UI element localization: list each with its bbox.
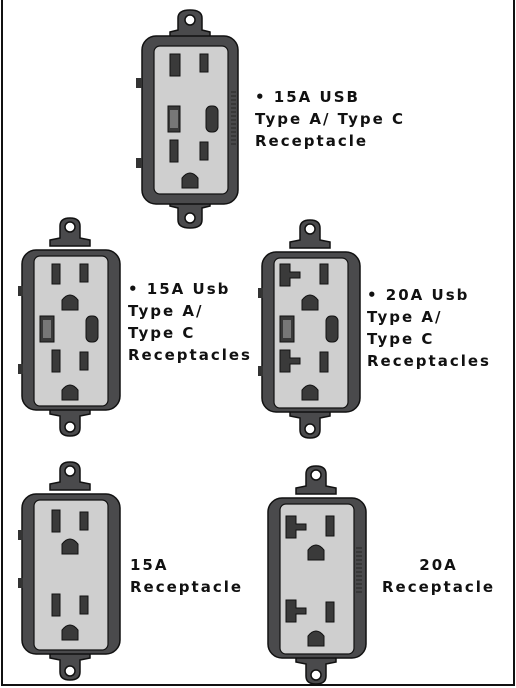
usb-20a-receptacles-image [258,219,361,439]
usb-15a-receptacles-image [18,217,121,437]
usb-15a-receptacle-image [136,9,239,229]
plain-20a-receptacle-image [267,465,367,685]
caption-usb-20a-right: • 20A Usb Type A/ Type C Receptacles [367,286,491,370]
caption-plain-15a: 15A Receptacle [130,556,244,596]
caption-plain-20a: 20A Receptacle [382,556,496,596]
plain-15a-receptacle-image [18,461,121,681]
caption-usb-15a-top: • 15A USB Type A/ Type C Receptacle [255,88,406,150]
caption-usb-15a-left: • 15A Usb Type A/ Type C Receptacles [128,280,252,364]
